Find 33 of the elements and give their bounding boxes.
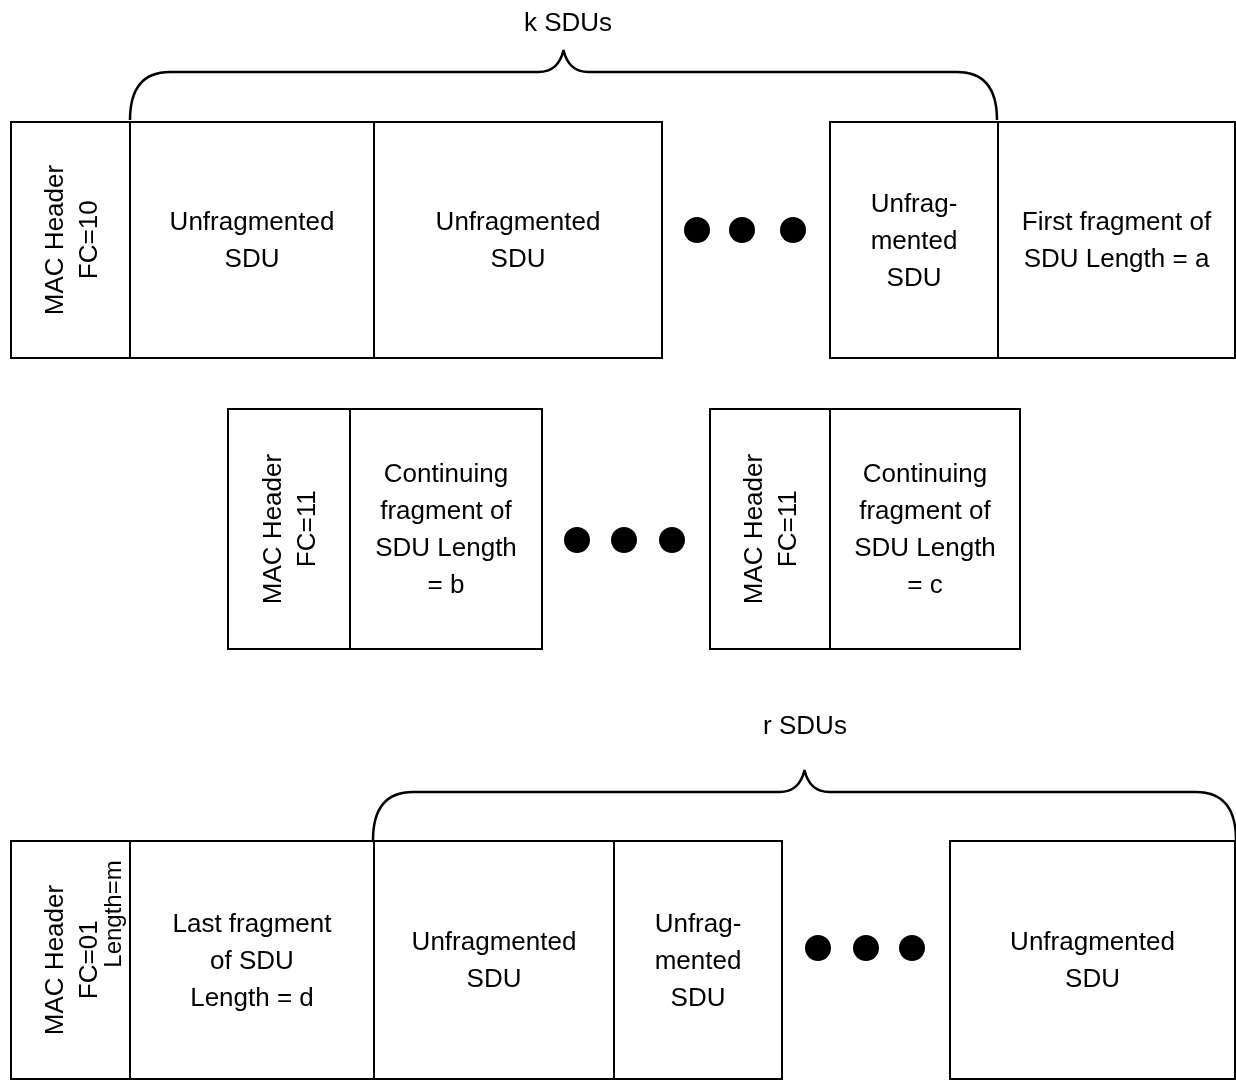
field-label: Continuing fragment of SDU Length = c <box>853 457 997 601</box>
field-code-label: FC=10 <box>71 199 104 282</box>
header-label: MAC Header <box>256 453 288 605</box>
header-label: MAC Header <box>737 453 769 605</box>
field-label: Continuing fragment of SDU Length = b <box>374 457 518 601</box>
field-code-label: FC=11 <box>290 489 322 570</box>
group-count-label: r SDUs <box>763 709 847 741</box>
field-label: Unfragmented SDU <box>434 205 602 275</box>
sdu-field <box>829 408 1021 650</box>
field-label: Unfragmented SDU <box>410 925 578 995</box>
field-label: Last fragment of SDU Length = d <box>171 906 333 1014</box>
header-field <box>709 408 831 650</box>
sdu-field <box>997 121 1236 359</box>
sdu-field <box>129 840 375 1080</box>
field-label: Unfragmented SDU <box>168 205 336 275</box>
header-label: MAC Header <box>37 884 70 1036</box>
header-field <box>10 121 131 359</box>
sdu-field <box>613 840 783 1080</box>
field-code-label: FC=11 <box>771 489 803 570</box>
field-label: Unfrag- mented SDU <box>653 906 743 1014</box>
field-label: Unfrag- mented SDU <box>869 186 959 294</box>
sdu-field <box>349 408 543 650</box>
sdu-field <box>129 121 375 359</box>
header-label: MAC Header <box>37 164 70 316</box>
group-count-label: k SDUs <box>523 6 613 38</box>
field-label: Unfragmented SDU <box>1009 925 1176 995</box>
header-field <box>227 408 351 650</box>
field-label: First fragment of SDU Length = a <box>1021 205 1212 275</box>
sdu-field <box>949 840 1236 1080</box>
sdu-field <box>373 121 663 359</box>
sdu-field <box>829 121 999 359</box>
sdu-field <box>373 840 615 1080</box>
header-field <box>10 840 131 1080</box>
